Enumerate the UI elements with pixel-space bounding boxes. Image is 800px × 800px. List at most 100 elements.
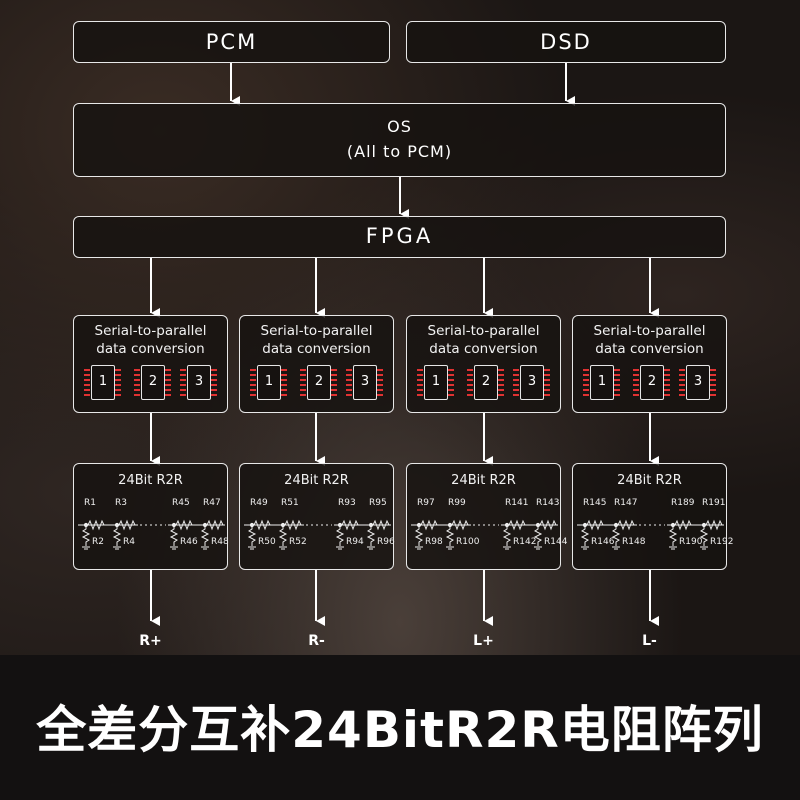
conversion-label: Serial-to-parallel: [94, 323, 207, 339]
conversion-label: data conversion: [595, 341, 704, 357]
chip-pins-left: [513, 369, 519, 396]
chip-pins-left: [300, 369, 306, 396]
resistor-label: R3: [115, 498, 127, 508]
resistor-label: R96: [377, 537, 395, 547]
chip-pins-left: [84, 369, 90, 396]
chip-icon: 3: [520, 365, 544, 400]
chip-pins-right: [664, 369, 670, 396]
chip-pins-left: [633, 369, 639, 396]
os-box: OS (All to PCM): [73, 103, 726, 177]
r2r-title: 24Bit R2R: [118, 473, 183, 488]
chip-pins-right: [165, 369, 171, 396]
resistor-label: R2: [92, 537, 104, 547]
chip-pins-right: [448, 369, 454, 396]
chip-icon: 1: [590, 365, 614, 400]
resistor-label: R95: [369, 498, 387, 508]
chip-pins-left: [346, 369, 352, 396]
output-label: L-: [642, 633, 657, 649]
resistor-label: R147: [614, 498, 638, 508]
chip-pins-left: [417, 369, 423, 396]
resistor-label: R49: [250, 498, 268, 508]
conversion-label: Serial-to-parallel: [260, 323, 373, 339]
resistor-label: R51: [281, 498, 299, 508]
chip-icon: 2: [141, 365, 165, 400]
chip-pins-right: [377, 369, 383, 396]
dsd-label: DSD: [540, 30, 592, 54]
flow-arrows: [150, 63, 659, 626]
dsd-box: DSD: [406, 21, 726, 63]
chip-icon: 1: [424, 365, 448, 400]
conversion-label: data conversion: [429, 341, 538, 357]
resistor-label: R189: [671, 498, 695, 508]
chip-number: 1: [98, 374, 108, 389]
resistor-label: R1: [84, 498, 96, 508]
chip-icon: 3: [187, 365, 211, 400]
chip-pins-right: [211, 369, 217, 396]
pcm-label: PCM: [205, 30, 258, 54]
chip-pins-left: [134, 369, 140, 396]
conversion-label: Serial-to-parallel: [427, 323, 540, 339]
output-label: L+: [473, 633, 494, 649]
resistor-label: R141: [505, 498, 529, 508]
fpga-label: FPGA: [365, 224, 434, 248]
resistor-label: R50: [258, 537, 276, 547]
resistor-label: R100: [456, 537, 480, 547]
caption-band: [0, 655, 800, 800]
resistor-label: R190: [679, 537, 703, 547]
chip-number: 3: [194, 374, 204, 389]
chip-pins-right: [498, 369, 504, 396]
conversion-label: data conversion: [96, 341, 205, 357]
resistor-label: R146: [591, 537, 615, 547]
chip-pins-left: [583, 369, 589, 396]
chip-pins-right: [710, 369, 716, 396]
resistor-label: R46: [180, 537, 198, 547]
chip-icon: 3: [686, 365, 710, 400]
chip-number: 2: [148, 374, 158, 389]
r2r-ladder-schematic: [577, 519, 724, 550]
chip-pins-right: [115, 369, 121, 396]
resistor-label: R191: [702, 498, 726, 508]
resistor-label: R4: [123, 537, 135, 547]
conversion-label: data conversion: [262, 341, 371, 357]
resistor-label: R93: [338, 498, 356, 508]
chip-icon: 2: [640, 365, 664, 400]
resistor-label: R99: [448, 498, 466, 508]
resistor-label: R192: [710, 537, 734, 547]
chip-number: 2: [647, 374, 657, 389]
r2r-title: 24Bit R2R: [451, 473, 516, 488]
resistor-label: R144: [544, 537, 568, 547]
chip-pins-right: [281, 369, 287, 396]
chip-number: 3: [527, 374, 537, 389]
pcm-box: PCM: [73, 21, 390, 63]
chip-icon: 2: [474, 365, 498, 400]
fpga-box: FPGA: [73, 216, 726, 258]
resistor-label: R143: [536, 498, 560, 508]
r2r-ladder-schematic: [411, 519, 558, 550]
resistor-label: R48: [211, 537, 229, 547]
conversion-box: Serial-to-parallel data conversion 1 2 3: [406, 315, 561, 413]
chip-number: 3: [693, 374, 703, 389]
conversion-box: Serial-to-parallel data conversion 1 2 3: [73, 315, 228, 413]
r2r-title: 24Bit R2R: [284, 473, 349, 488]
chip-icon: 3: [353, 365, 377, 400]
output-label: R-: [308, 633, 325, 649]
chip-number: 2: [481, 374, 491, 389]
chip-number: 1: [597, 374, 607, 389]
chip-number: 1: [431, 374, 441, 389]
r2r-ladder-schematic: [244, 519, 391, 550]
chip-pins-left: [250, 369, 256, 396]
chip-pins-right: [614, 369, 620, 396]
chip-pins-right: [544, 369, 550, 396]
chip-number: 1: [264, 374, 274, 389]
r2r-title: 24Bit R2R: [617, 473, 682, 488]
resistor-label: R47: [203, 498, 221, 508]
resistor-label: R97: [417, 498, 435, 508]
chip-pins-right: [331, 369, 337, 396]
chip-icon: 2: [307, 365, 331, 400]
chip-pins-left: [467, 369, 473, 396]
